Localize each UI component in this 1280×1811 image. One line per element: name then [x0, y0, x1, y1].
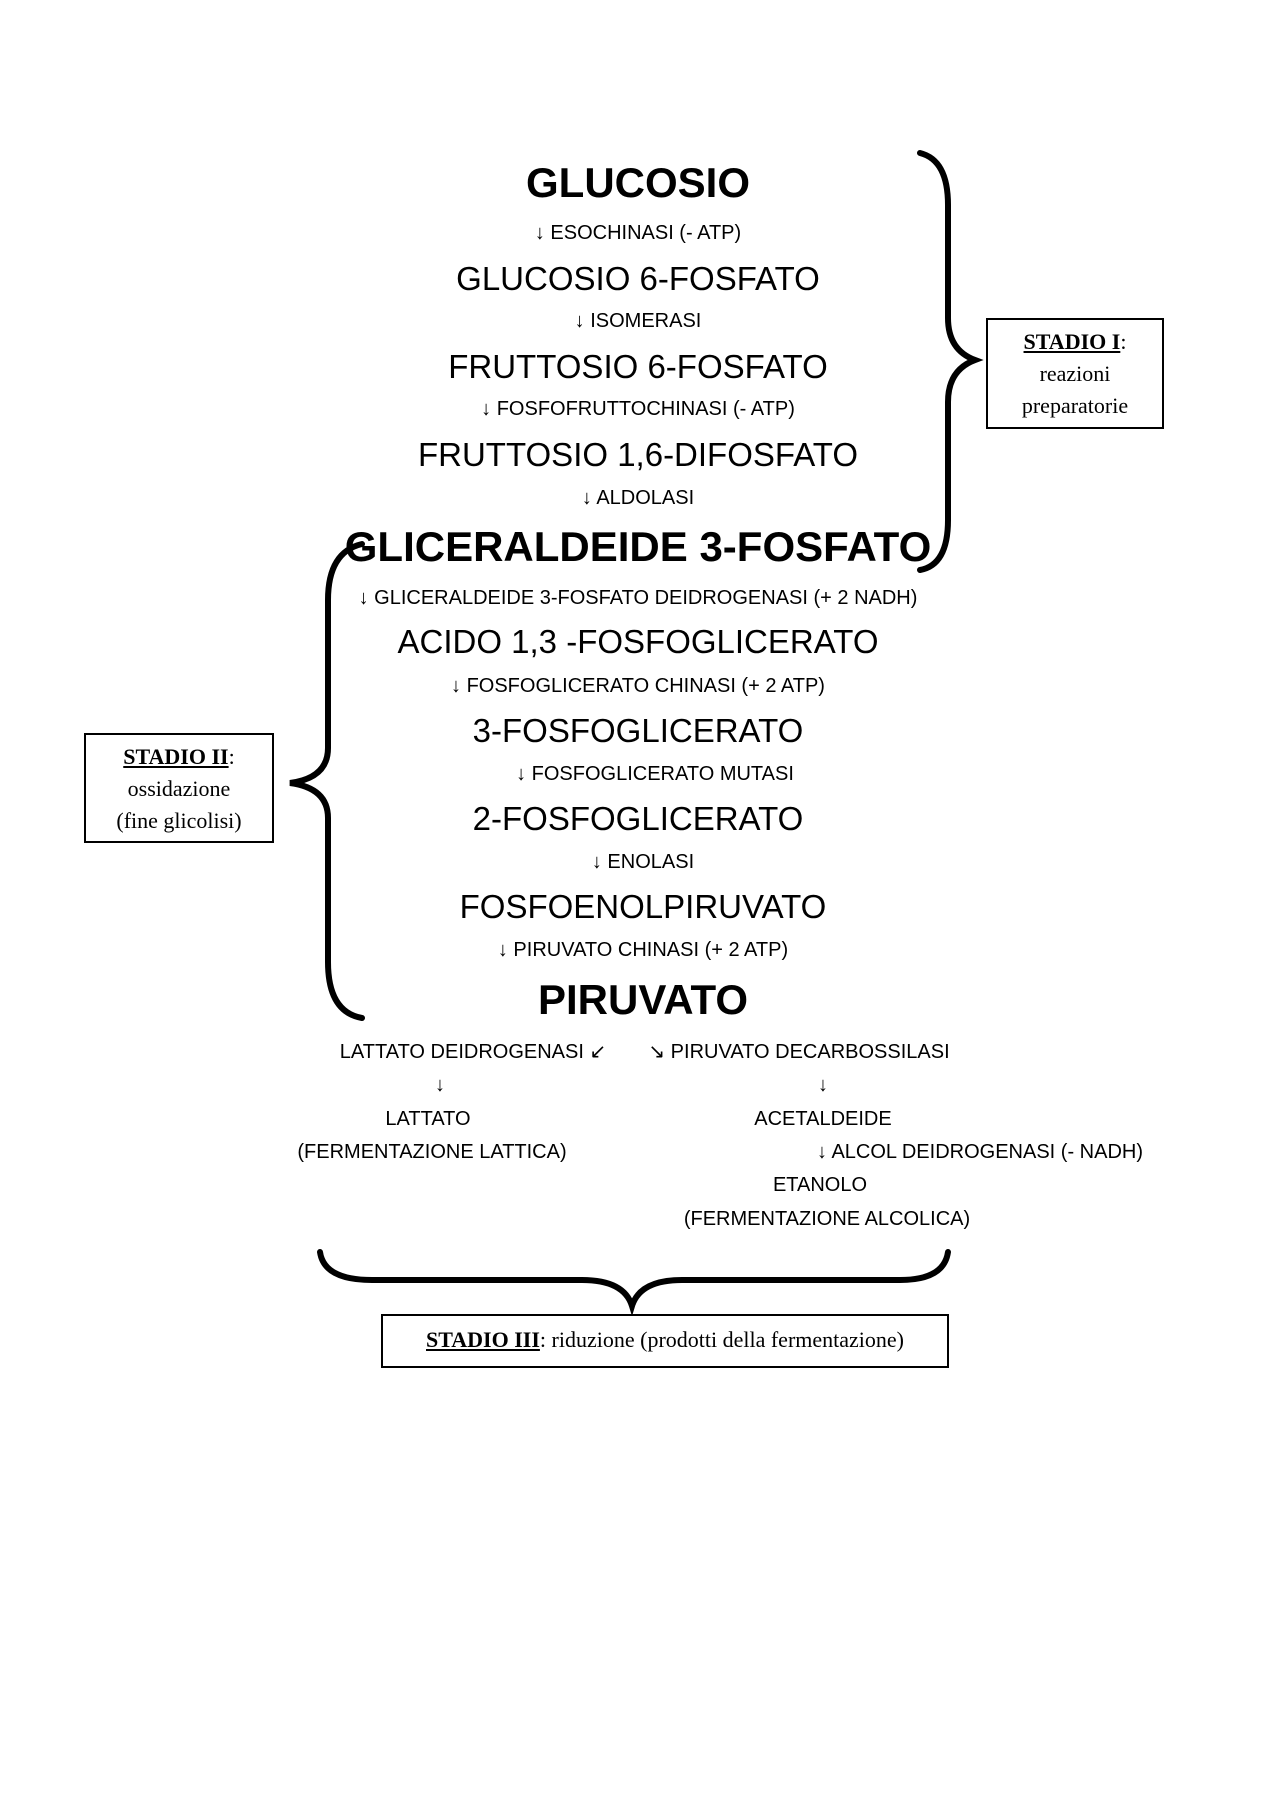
alcoholic-fermentation-label: (FERMENTAZIONE ALCOLICA) [683, 1208, 971, 1230]
isomerase-step: ↓ ISOMERASI [574, 310, 702, 332]
pyruvate-label: PIRUVATO [537, 976, 749, 1023]
glyceraldehyde-3-phosphate-label: GLICERALDEIDE 3-FOSFATO [344, 523, 932, 570]
3-phosphoglycerate-label: 3-FOSFOGLICERATO [472, 712, 804, 749]
lactate-arrow: ↓ [435, 1074, 445, 1096]
stage-2-colon: : [228, 744, 235, 769]
stage-2-line1: ossidazione [127, 776, 231, 801]
stage-3-title: STADIO III [426, 1327, 540, 1352]
fructose-6-phosphate-label: FRUTTOSIO 6-FOSFATO [448, 348, 828, 385]
stage-3-text: : riduzione (prodotti della fermentazion… [539, 1327, 904, 1352]
stage-1-title: STADIO I [1023, 329, 1121, 354]
1-3-bisphosphoglycerate-label: ACIDO 1,3 -FOSFOGLICERATO [397, 623, 879, 660]
stage-2-brace [289, 541, 365, 1021]
phosphoglycerate-mutase-step: ↓ FOSFOGLICERATO MUTASI [516, 763, 794, 785]
pyruvate-kinase-step: ↓ PIRUVATO CHINASI (+ 2 ATP) [497, 939, 789, 961]
stage-1-brace [917, 150, 984, 573]
stage-2-title: STADIO II [123, 744, 229, 769]
glucose-6-phosphate-label: GLUCOSIO 6-FOSFATO [456, 260, 820, 297]
hexokinase-step: ↓ ESOCHINASI (- ATP) [534, 222, 742, 244]
phosphofructokinase-step: ↓ FOSFOFRUTTOCHINASI (- ATP) [481, 398, 795, 420]
acetaldehyde-label: ACETALDEIDE [754, 1108, 892, 1130]
stage-1-line2: preparatorie [1021, 393, 1129, 418]
stage-1-box: STADIO I: reazioni preparatorie [986, 318, 1164, 429]
stage-2-line2: (fine glicolisi) [116, 808, 242, 833]
lactic-fermentation-label: (FERMENTAZIONE LATTICA) [297, 1141, 567, 1163]
2-phosphoglycerate-label: 2-FOSFOGLICERATO [472, 800, 804, 837]
aldolase-step: ↓ ALDOLASI [581, 487, 695, 509]
phosphoenolpyruvate-label: FOSFOENOLPIRUVATO [459, 888, 827, 925]
pyruvate-decarboxylase-step: ↘ PIRUVATO DECARBOSSILASI [648, 1041, 950, 1063]
stage-3-box: STADIO III: riduzione (prodotti della fe… [381, 1314, 949, 1368]
glucose-label: GLUCOSIO [525, 159, 751, 206]
stage-3-brace [317, 1249, 951, 1317]
phosphoglycerate-kinase-step: ↓ FOSFOGLICERATO CHINASI (+ 2 ATP) [451, 675, 825, 697]
alcohol-dehydrogenase-step: ↓ ALCOL DEIDROGENASI (- NADH) [817, 1141, 1143, 1163]
stage-1-colon: : [1120, 329, 1127, 354]
enolase-step: ↓ ENOLASI [591, 851, 695, 873]
stage-2-box: STADIO II: ossidazione (fine glicolisi) [84, 733, 274, 843]
lactate-label: LATTATO [385, 1108, 471, 1130]
g3p-dehydrogenase-step: ↓ GLICERALDEIDE 3-FOSFATO DEIDROGENASI (… [358, 587, 918, 609]
stage-1-line1: reazioni [1039, 361, 1111, 386]
acetaldehyde-arrow: ↓ [818, 1074, 828, 1096]
lactate-dehydrogenase-step: LATTATO DEIDROGENASI ↙ [339, 1041, 607, 1063]
ethanol-label: ETANOLO [772, 1174, 868, 1196]
fructose-1-6-bisphosphate-label: FRUTTOSIO 1,6-DIFOSFATO [417, 436, 859, 473]
